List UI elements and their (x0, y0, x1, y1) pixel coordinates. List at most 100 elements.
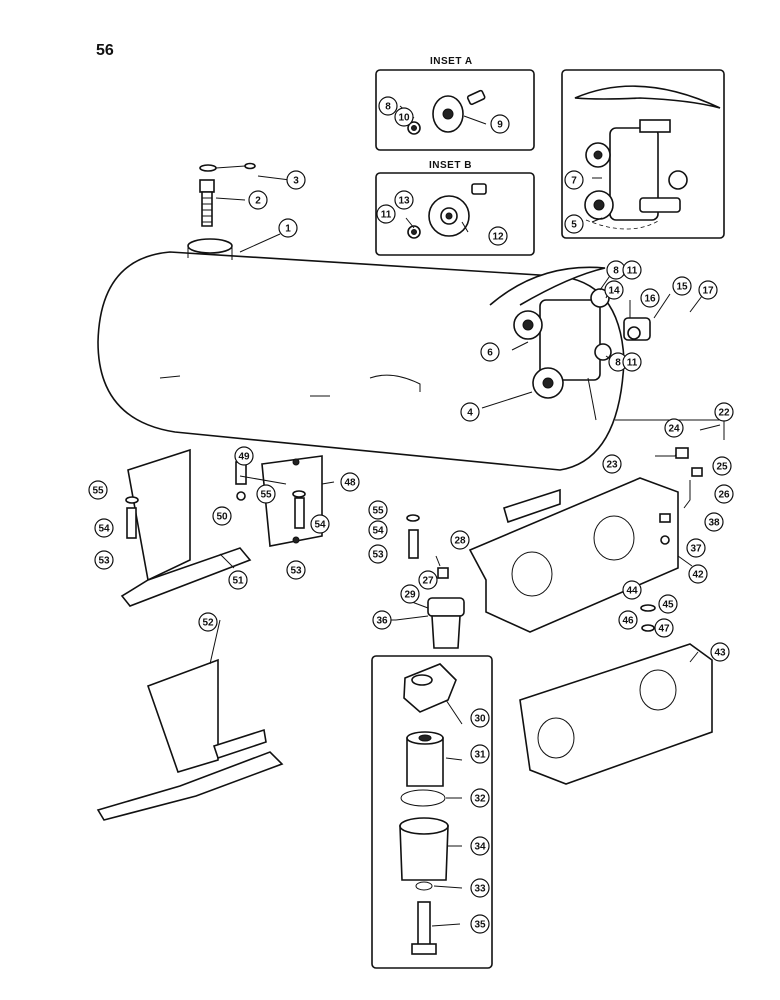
callout-circle (418, 570, 438, 590)
callout-circle (450, 530, 470, 550)
callout-number: 8 (615, 358, 621, 369)
callout-2: 2 (248, 190, 268, 210)
callout-53: 53 (286, 560, 306, 580)
callout-14: 14 (604, 280, 624, 300)
callout-number: 54 (314, 520, 326, 531)
callout-number: 2 (255, 196, 261, 207)
callout-53: 53 (368, 544, 388, 564)
callout-circle (368, 544, 388, 564)
callout-8: 8 (606, 260, 626, 280)
callout-number: 10 (398, 113, 410, 124)
callout-33: 33 (470, 878, 490, 898)
callout-number: 4 (467, 408, 473, 419)
callout-circle (488, 226, 508, 246)
callout-4: 4 (460, 402, 480, 422)
callout-number: 52 (202, 618, 214, 629)
callout-number: 11 (627, 358, 638, 369)
callout-number: 13 (398, 196, 410, 207)
callout-54: 54 (310, 514, 330, 534)
callout-number: 27 (422, 576, 434, 587)
callout-circle (470, 878, 490, 898)
callout-number: 44 (626, 586, 638, 597)
callout-circle (710, 642, 730, 662)
callout-circle (618, 610, 638, 630)
callout-circle (394, 190, 414, 210)
callout-number: 30 (474, 714, 486, 725)
callout-3: 3 (286, 170, 306, 190)
callout-circle (672, 276, 692, 296)
callout-circle (378, 96, 398, 116)
callout-29: 29 (400, 584, 420, 604)
callout-number: 34 (474, 842, 486, 853)
callout-circle (622, 352, 642, 372)
callout-number: 11 (381, 210, 392, 221)
callout-circle (368, 520, 388, 540)
callout-circle (622, 580, 642, 600)
callout-number: 53 (372, 550, 384, 561)
callout-circle (470, 788, 490, 808)
callout-16: 16 (640, 288, 660, 308)
callout-number: 51 (232, 576, 244, 587)
page-number: 56 (96, 42, 114, 59)
callout-number: 14 (608, 286, 620, 297)
callout-circle (286, 560, 306, 580)
tubing-fittings (615, 419, 725, 509)
callout-47: 47 (654, 618, 674, 638)
callout-27: 27 (418, 570, 438, 590)
filter-assembly (395, 555, 465, 649)
callout-number: 53 (290, 566, 302, 577)
callout-number: 46 (622, 616, 634, 627)
callout-number: 25 (716, 462, 728, 473)
callout-circle (604, 280, 624, 300)
callout-circle (688, 564, 708, 584)
bracket-51 (120, 448, 252, 607)
callout-circle (664, 418, 684, 438)
callout-11: 11 (622, 260, 642, 280)
callout-31: 31 (470, 744, 490, 764)
callout-number: 9 (497, 120, 503, 131)
callout-23: 23 (602, 454, 622, 474)
callout-circle (286, 170, 306, 190)
callout-circle (622, 260, 642, 280)
callout-circle (310, 514, 330, 534)
callout-22: 22 (714, 402, 734, 422)
callout-number: 48 (344, 478, 356, 489)
callout-number: 15 (676, 282, 688, 293)
callout-5: 5 (564, 214, 584, 234)
bracket-43 (519, 643, 713, 785)
callout-51: 51 (228, 570, 248, 590)
callout-number: 35 (474, 920, 486, 931)
callout-number: 29 (404, 590, 416, 601)
callout-55: 55 (368, 500, 388, 520)
tank-valve-cluster (513, 288, 651, 421)
callout-number: 26 (718, 490, 730, 501)
callout-circle (376, 204, 396, 224)
callout-number: 55 (372, 506, 384, 517)
callout-circle (470, 744, 490, 764)
callout-53: 53 (94, 550, 114, 570)
callout-10: 10 (394, 107, 414, 127)
callout-number: 47 (658, 624, 670, 635)
callout-circle (88, 480, 108, 500)
air-tank (97, 238, 625, 471)
callout-number: 23 (606, 460, 618, 471)
detail-view-parts (574, 85, 721, 230)
callout-number: 17 (702, 286, 714, 297)
callout-circle (400, 584, 420, 604)
filter-exploded-box (371, 655, 493, 969)
callout-number: 32 (474, 794, 486, 805)
inset-b-parts (407, 183, 487, 239)
callout-37: 37 (686, 538, 706, 558)
callout-circle (490, 114, 510, 134)
callout-circle (212, 506, 232, 526)
callout-50: 50 (212, 506, 232, 526)
callout-circle (470, 914, 490, 934)
inset-b-label: INSET B (429, 160, 472, 171)
callout-circle (94, 518, 114, 538)
callout-number: 45 (662, 600, 674, 611)
callout-11: 11 (622, 352, 642, 372)
callout-circle (340, 472, 360, 492)
callout-circle (698, 280, 718, 300)
callout-8: 8 (378, 96, 398, 116)
